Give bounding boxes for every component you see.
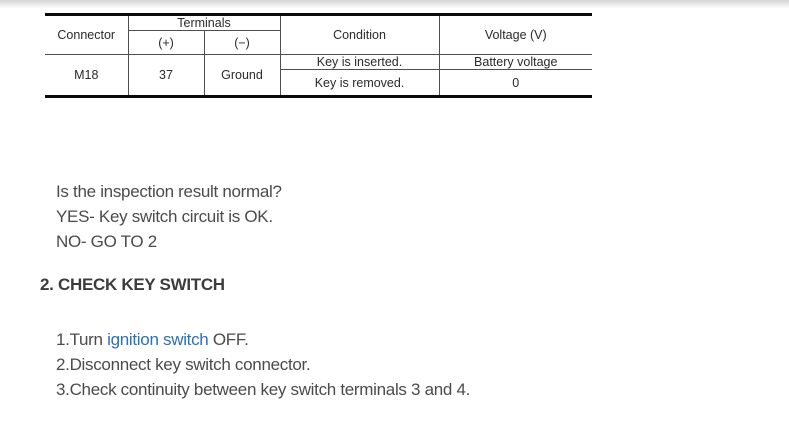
- inspection-no-line: NO- GO TO 2: [56, 232, 157, 251]
- procedure-step-1: 1.Turn ignition switch OFF.: [56, 327, 470, 352]
- voltage-spec-table: Connector Terminals Condition Voltage (V…: [45, 13, 592, 98]
- inspection-yes-line: YES- Key switch circuit is OK.: [56, 207, 273, 226]
- table-cell-connector: M18: [45, 54, 129, 97]
- table-header-condition: Condition: [279, 14, 440, 55]
- page-top-edge-shadow: [0, 0, 789, 8]
- procedure-step-2: 2.Disconnect key switch connector.: [56, 355, 311, 374]
- inspection-result-block: Is the inspection result normal? YES- Ke…: [56, 179, 282, 254]
- table-cell-terminal-minus: Ground: [203, 54, 281, 97]
- step-1-suffix: OFF.: [208, 330, 249, 349]
- inspection-question: Is the inspection result normal?: [56, 182, 282, 201]
- table-cell-condition-1: Key is inserted.: [279, 54, 440, 70]
- table-header-voltage: Voltage (V): [438, 14, 592, 55]
- procedure-step-3: 3.Check continuity between key switch te…: [56, 380, 471, 399]
- step-1-prefix: 1.Turn: [56, 330, 108, 349]
- table-header-terminal-plus: (+): [128, 30, 205, 55]
- table-cell-terminal-plus: 37: [127, 54, 205, 97]
- table-header-terminals: Terminals: [127, 14, 281, 31]
- table-cell-voltage-2: 0: [438, 69, 592, 97]
- table-header-terminal-minus: (−): [203, 30, 280, 55]
- procedure-steps-list: 1.Turn ignition switch OFF. 2.Disconnect…: [56, 327, 470, 402]
- ignition-switch-link[interactable]: ignition switch: [107, 330, 209, 349]
- table-header-connector: Connector: [45, 14, 129, 55]
- table-cell-voltage-1: Battery voltage: [438, 54, 592, 70]
- section-heading-check-key-switch: 2. CHECK KEY SWITCH: [40, 275, 225, 294]
- table-cell-condition-2: Key is removed.: [280, 69, 440, 97]
